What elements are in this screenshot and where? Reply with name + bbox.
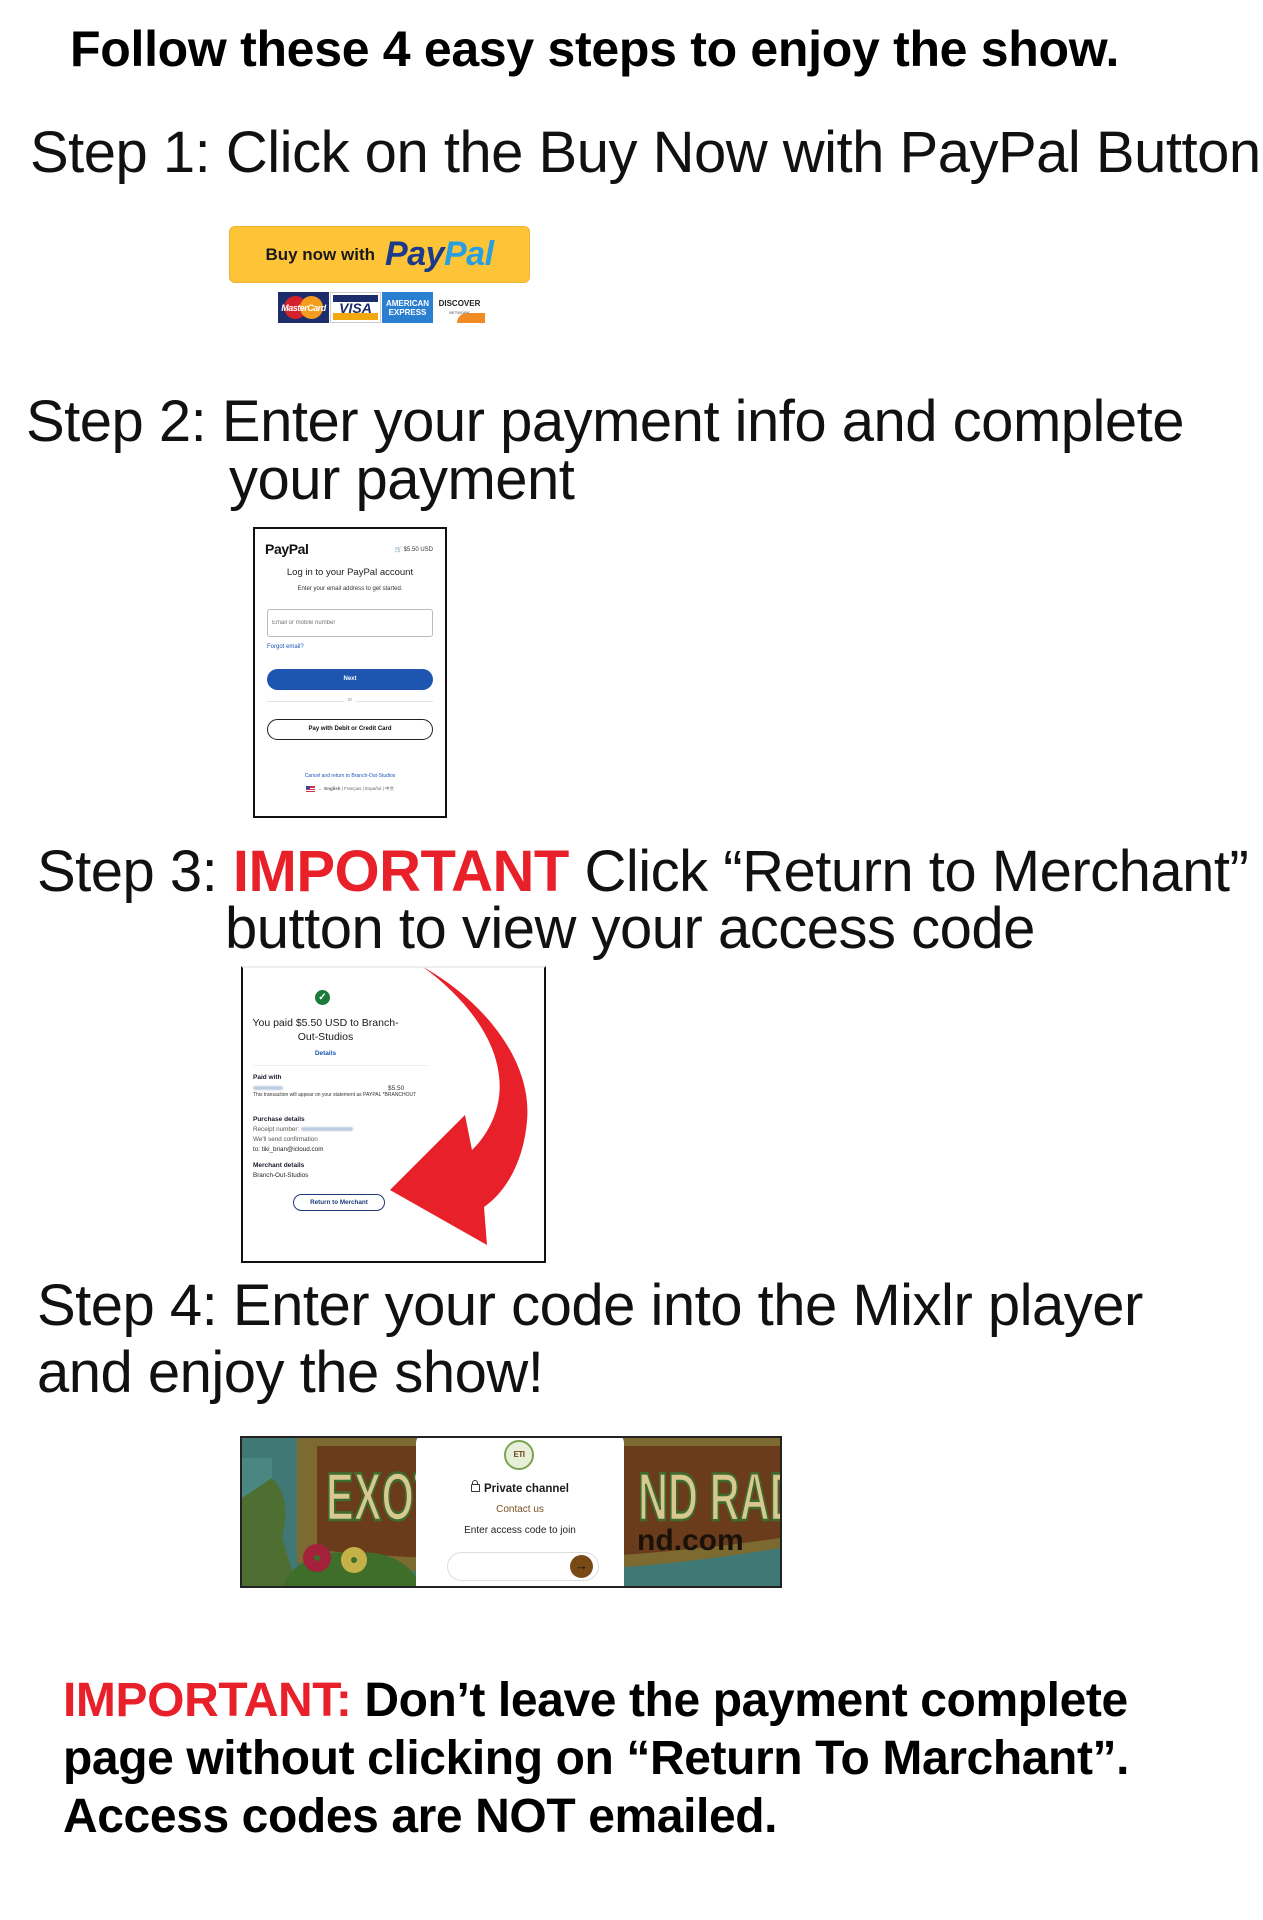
step-2-heading: Step 2: Enter your payment info and comp… bbox=[26, 389, 1185, 454]
cancel-return-link[interactable]: Cancel and return to Branch-Out-Studios bbox=[304, 773, 396, 779]
step-4-heading-line2: and enjoy the show! bbox=[37, 1340, 544, 1405]
submit-arrow-button[interactable]: → bbox=[570, 1555, 593, 1578]
lang-spanish[interactable]: Español bbox=[365, 786, 382, 792]
language-selector[interactable]: ⌄ English | Français | Español | 中文 bbox=[255, 786, 445, 792]
divider bbox=[253, 1065, 428, 1066]
paid-with-label: Paid with bbox=[253, 1074, 282, 1081]
notice-text: Don’t leave the payment complete page wi… bbox=[63, 1674, 1130, 1843]
buy-now-label: Buy now with bbox=[265, 244, 375, 264]
card-masked bbox=[253, 1085, 283, 1092]
step-2-heading-line2: your payment bbox=[229, 447, 575, 512]
login-subheading: Enter your email address to get started. bbox=[297, 586, 403, 592]
lang-french[interactable]: Français bbox=[344, 786, 362, 792]
paypal-login-screenshot: PayPal 🛒 $5.50 USD Log in to your PayPal… bbox=[253, 527, 447, 818]
login-heading: Log in to your PayPal account bbox=[286, 567, 414, 578]
visa-icon: VISA bbox=[330, 292, 381, 323]
important-notice: IMPORTANT: Don’t leave the payment compl… bbox=[63, 1672, 1243, 1846]
us-flag-icon bbox=[305, 786, 315, 792]
private-channel-modal: ETI Private channel Contact us Enter acc… bbox=[416, 1438, 624, 1586]
paypal-logo-pal: Pal bbox=[444, 235, 494, 273]
lang-english[interactable]: English bbox=[324, 786, 341, 792]
station-logo: ETI bbox=[504, 1440, 534, 1470]
paypal-logo-pay: Pay bbox=[385, 235, 445, 273]
amount: $5.50 bbox=[388, 1085, 405, 1092]
svg-text:ND RADIO: ND RADIO bbox=[638, 1458, 780, 1534]
cart-amount: 🛒 $5.50 USD bbox=[394, 547, 433, 553]
or-separator: or bbox=[255, 697, 445, 703]
step-3-heading-line2: button to view your access code bbox=[225, 896, 1035, 961]
pay-with-card-button[interactable]: Pay with Debit or Credit Card bbox=[267, 719, 433, 740]
check-icon: ✓ bbox=[315, 990, 330, 1005]
forgot-email-link[interactable]: Forgot email? bbox=[267, 644, 304, 650]
mastercard-icon: MasterCard bbox=[278, 292, 329, 323]
chevron-down-icon: ⌄ bbox=[317, 786, 322, 792]
email-input[interactable] bbox=[267, 609, 433, 637]
details-link[interactable]: Details bbox=[314, 1050, 337, 1057]
buy-now-paypal-button[interactable]: Buy now with PayPal bbox=[229, 226, 530, 283]
paypal-logo: PayPal bbox=[385, 235, 494, 274]
step-3-heading: Step 3: IMPORTANT Click “Return to Merch… bbox=[37, 839, 1249, 904]
notice-important-label: IMPORTANT: bbox=[63, 1674, 352, 1727]
important-label: IMPORTANT bbox=[232, 839, 569, 904]
return-to-merchant-button[interactable]: Return to Merchant bbox=[293, 1194, 385, 1211]
step-1-heading: Step 1: Click on the Buy Now with PayPal… bbox=[30, 120, 1261, 185]
confirmation-line: We'll send confirmation bbox=[253, 1136, 318, 1143]
paypal-confirmation-screenshot: ✓ You paid $5.50 USD to Branch-Out-Studi… bbox=[241, 966, 546, 1263]
receipt-number: Receipt number: bbox=[253, 1126, 353, 1133]
private-channel-label: Private channel bbox=[416, 1480, 624, 1495]
cart-icon: 🛒 bbox=[394, 547, 402, 553]
merchant-name: Branch-Out-Studios bbox=[253, 1172, 309, 1179]
next-button[interactable]: Next bbox=[267, 669, 433, 690]
step-4-heading: Step 4: Enter your code into the Mixlr p… bbox=[37, 1273, 1143, 1338]
paypal-logo: PayPal bbox=[265, 541, 309, 557]
statement-note: This transaction will appear on your sta… bbox=[253, 1092, 417, 1098]
svg-text:nd.com: nd.com bbox=[637, 1524, 744, 1557]
enter-code-label: Enter access code to join bbox=[464, 1525, 576, 1536]
purchase-details-label: Purchase details bbox=[253, 1116, 305, 1123]
arrow-right-icon: → bbox=[575, 1558, 588, 1573]
payment-heading: You paid $5.50 USD to Branch-Out-Studios bbox=[252, 1017, 399, 1043]
lang-chinese[interactable]: 中文 bbox=[385, 786, 395, 792]
confirmation-email: to: tiki_brian@icloud.com bbox=[253, 1146, 324, 1153]
page-title: Follow these 4 easy steps to enjoy the s… bbox=[70, 21, 1120, 77]
contact-us-link[interactable]: Contact us bbox=[496, 1504, 544, 1515]
mixlr-player-screenshot: EXOT ND RADIO nd.com ETI Private channel… bbox=[240, 1436, 782, 1588]
lock-icon bbox=[470, 1480, 480, 1492]
merchant-details-label: Merchant details bbox=[253, 1162, 305, 1169]
